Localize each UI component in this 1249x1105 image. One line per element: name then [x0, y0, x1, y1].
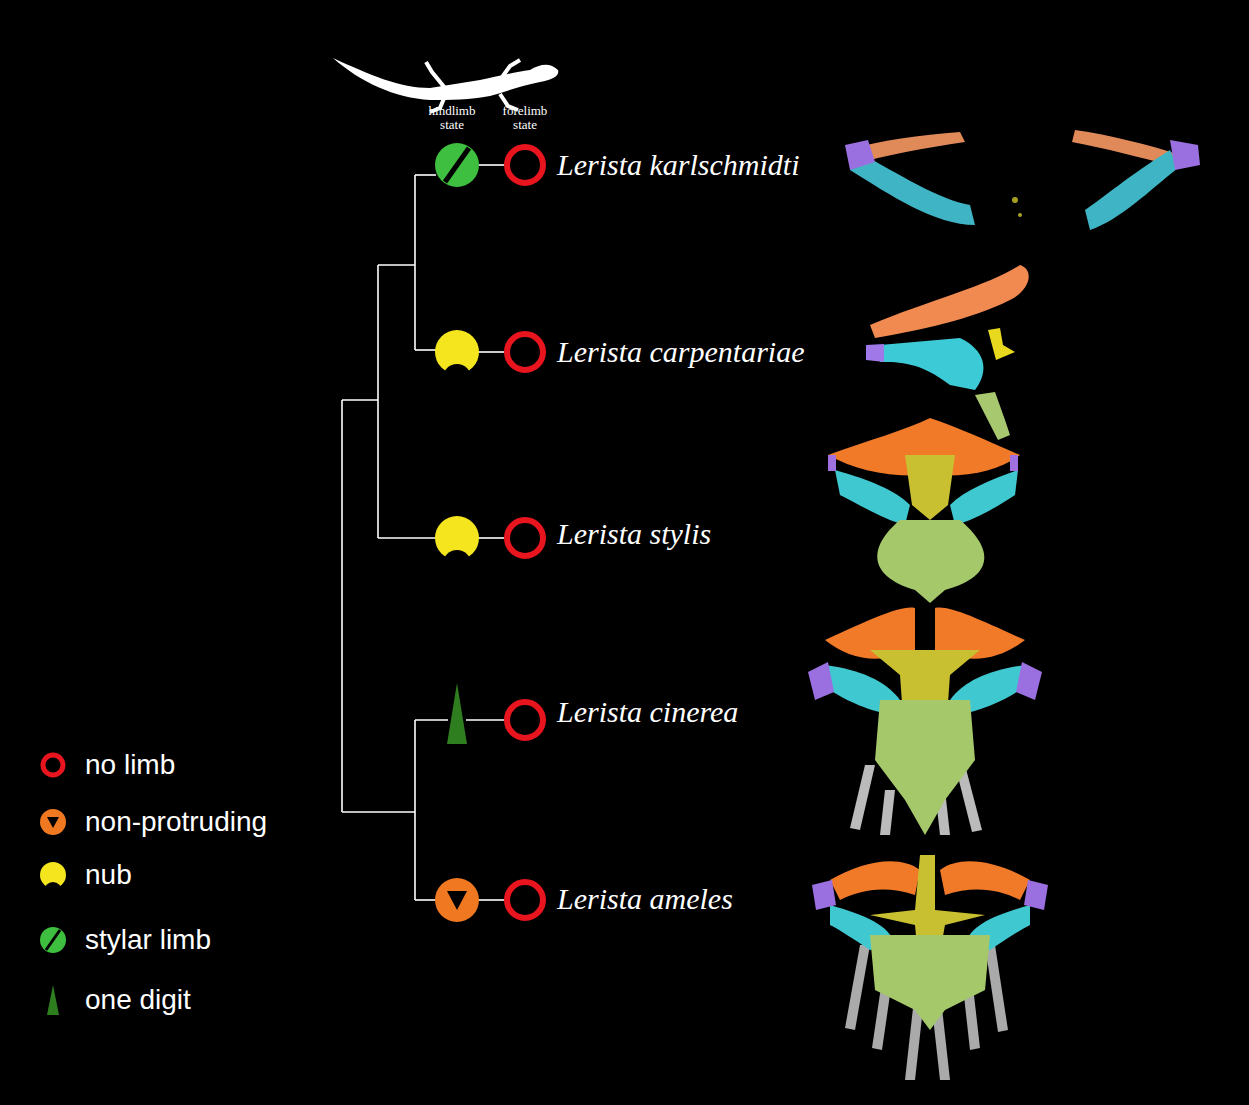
legend-text: no limb — [85, 748, 175, 782]
species-name: Lerista cinerea — [557, 694, 738, 730]
legend-text: non-protruding — [85, 805, 267, 839]
species-name: Lerista ameles — [557, 881, 733, 917]
girdle-renderings — [808, 130, 1200, 1080]
legend-symbols — [40, 755, 66, 1015]
forelimb-symbols — [507, 147, 543, 918]
legend-text: nub — [85, 858, 132, 892]
species-name: Lerista stylis — [557, 516, 711, 552]
species-name: Lerista karlschmidti — [557, 147, 800, 183]
column-header: hindlimb state — [420, 104, 484, 132]
legend-text: stylar limb — [85, 923, 211, 957]
column-header: forelimb state — [493, 104, 557, 132]
species-name: Lerista carpentariae — [557, 334, 805, 370]
legend-text: one digit — [85, 983, 191, 1017]
hindlimb-symbols — [435, 143, 479, 922]
phylogeny-tree — [342, 165, 504, 900]
